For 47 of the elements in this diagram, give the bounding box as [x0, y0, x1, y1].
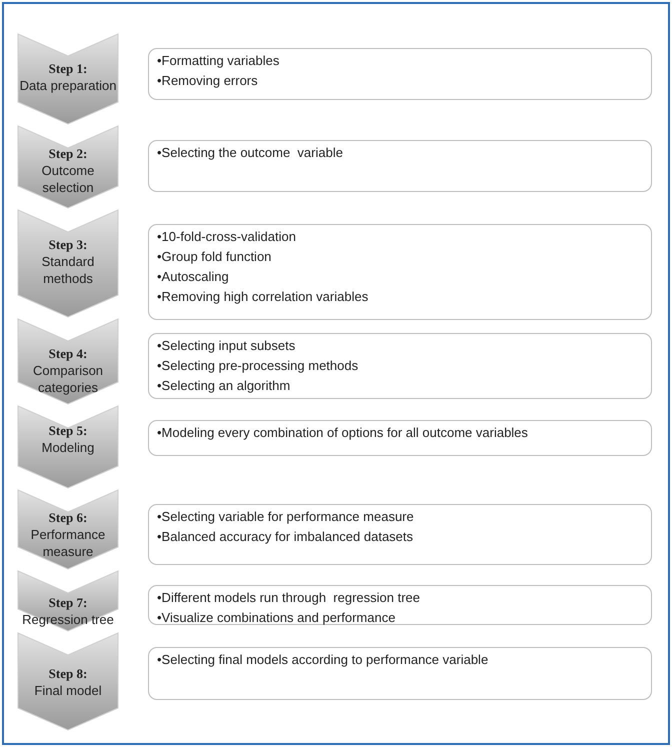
- bullet-item: •Selecting an algorithm: [157, 377, 290, 395]
- step-number: Step 3:: [48, 236, 88, 253]
- bullet-item: •Autoscaling: [157, 268, 229, 286]
- chevron-step: [18, 210, 118, 317]
- step-title: Data preparation: [20, 77, 116, 94]
- step-number: Step 6:: [48, 509, 88, 526]
- step-title: Performance measure: [30, 526, 106, 560]
- bullet-item: •Formatting variables: [157, 52, 280, 70]
- chevron-step: [18, 633, 118, 730]
- step-number: Step 4:: [48, 345, 88, 362]
- chevron-step: [18, 319, 118, 404]
- bullet-item: •Selecting pre-processing methods: [157, 357, 358, 375]
- step-number: Step 1:: [48, 60, 88, 77]
- chevron-step: [18, 34, 118, 124]
- bullet-item: •Modeling every combination of options for all outcome variables: [157, 424, 528, 442]
- chevron-step: [18, 406, 118, 488]
- bullet-item: •Selecting final models according to performance variable: [157, 651, 488, 669]
- step-number: Step 7:: [48, 594, 88, 611]
- description-box: [148, 224, 652, 320]
- description-box: [148, 333, 652, 399]
- description-box: [148, 48, 652, 100]
- bullet-item: •Group fold function: [157, 248, 272, 266]
- bullet-item: •Removing high correlation variables: [157, 288, 368, 306]
- bullet-item: •Removing errors: [157, 72, 258, 90]
- step-title: Outcome selection: [40, 162, 96, 196]
- description-box: [148, 504, 652, 565]
- description-box: [148, 647, 652, 700]
- chevron-step: [18, 126, 118, 208]
- step-title: Modeling: [42, 439, 94, 456]
- bullet-item: •Selecting input subsets: [157, 337, 296, 355]
- bullet-item: •10-fold-cross-validation: [157, 228, 296, 246]
- bullet-item: •Selecting the outcome variable: [157, 144, 343, 162]
- step-title: Comparison categories: [32, 362, 104, 396]
- chevron-step: [18, 571, 118, 631]
- bullet-item: •Balanced accuracy for imbalanced datasets: [157, 528, 414, 546]
- step-number: Step 5:: [48, 422, 88, 439]
- description-box: [148, 585, 652, 625]
- bullet-item: •Selecting variable for performance measure: [157, 508, 414, 526]
- step-title: Final model: [34, 682, 102, 699]
- bullet-item: •Different models run through regression tree: [157, 589, 420, 607]
- step-title: Standard methods: [40, 253, 96, 287]
- step-number: Step 8:: [48, 665, 88, 682]
- step-number: Step 2:: [48, 145, 88, 162]
- description-box: [148, 420, 652, 456]
- description-box: [148, 140, 652, 192]
- bullet-item: •Visualize combinations and performance: [157, 609, 396, 627]
- chevron-step: [18, 490, 118, 569]
